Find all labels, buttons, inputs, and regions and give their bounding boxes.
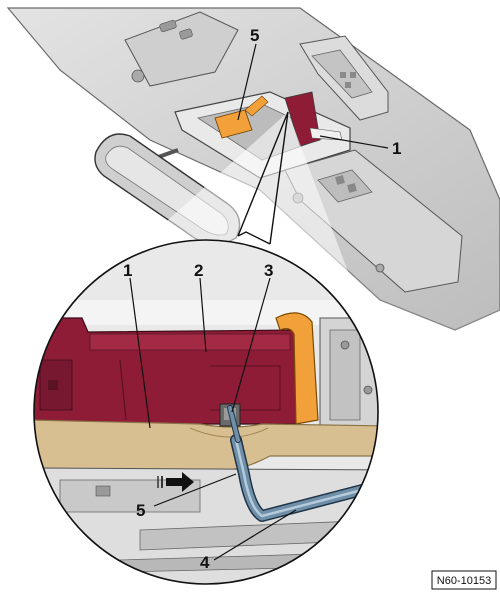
detail-circle-border <box>33 239 379 585</box>
callout-2-detail: 2 <box>194 261 203 280</box>
callout-1-top: 1 <box>392 139 401 158</box>
leader-line-5-top <box>237 43 257 121</box>
leader-line-2-detail <box>199 277 207 353</box>
leader-lines <box>129 43 389 561</box>
control-module-housing <box>34 317 301 425</box>
removal-tool <box>227 405 368 522</box>
leader-line-3-detail <box>231 277 271 413</box>
magnified-detail <box>34 240 378 584</box>
interior-light-rear <box>284 149 463 293</box>
arrow-right-icon <box>157 472 194 492</box>
callout-1-detail: 1 <box>123 261 132 280</box>
callout-5-top: 5 <box>250 26 259 45</box>
leader-line-5-detail <box>153 473 237 507</box>
leader-line-4-detail <box>213 509 297 561</box>
lower-mount-frame <box>34 467 378 584</box>
figure-id-label: N60-10153 <box>437 575 491 587</box>
interior-light-front <box>299 35 389 121</box>
right-frame-structure <box>319 317 378 441</box>
callout-3-detail: 3 <box>264 261 273 280</box>
sun-visor-bracket-left <box>124 11 239 87</box>
callout-4-detail: 4 <box>200 553 210 572</box>
leader-line-1-top <box>319 135 389 149</box>
figure-id-box: N60-10153 <box>431 570 497 590</box>
callout-5-detail: 5 <box>136 501 145 520</box>
leader-line-1-detail <box>129 277 151 429</box>
